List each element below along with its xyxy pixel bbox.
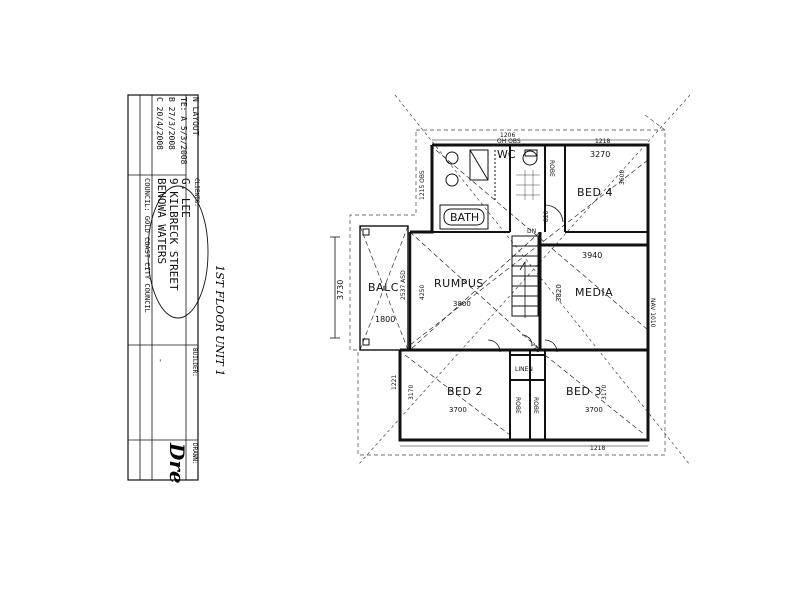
room-label-bath: BATH [450, 211, 479, 224]
room-label-media: MEDIA [575, 286, 613, 299]
dim-bed4-width: 3270 [590, 150, 610, 159]
builder-label: BUILDER: [191, 348, 198, 377]
client-name: G. LEE [179, 178, 192, 218]
dim-bed3-width: 3700 [585, 406, 603, 414]
dim-bottom-1218: 1218 [590, 445, 605, 452]
room-label-rumpus: RUMPUS [434, 277, 484, 290]
room-label-bed3: BED 3 [566, 385, 602, 398]
dim-media-width: 3940 [582, 251, 602, 260]
title-block: N LAYOUT TE: A 5/3/2008 B 27/3/2008 C 20… [127, 94, 209, 484]
dim-top-1218: 1218 [595, 138, 610, 145]
room-label-robe-right: ROBE [532, 397, 539, 414]
staircase [511, 235, 539, 318]
layout-heading: N LAYOUT [191, 97, 200, 136]
dim-top-1206: 1206 [500, 132, 515, 139]
stair-down-label: DN [527, 228, 536, 235]
revision-b: B 27/3/2008 [167, 97, 176, 150]
dim-balc-height: 2537 ASD [400, 270, 407, 300]
room-label-robe-left: ROBE [514, 397, 521, 414]
dimension-lines [330, 139, 648, 447]
drawn-label: DRAWN: [191, 443, 198, 465]
dim-rumpus-width: 3800 [453, 300, 471, 308]
doors [487, 204, 564, 353]
bathroom-fixtures [439, 149, 538, 230]
revision-a: TE: A 5/3/2008 [179, 97, 188, 165]
builder-value: - [156, 358, 165, 363]
dim-top-obs: OH OBS [497, 138, 521, 145]
council: COUNCIL: GOLD COAST CITY COUNCIL [143, 178, 151, 313]
dim-bed2-height: 3170 [408, 385, 415, 400]
suburb: BENOWA WATERS [155, 178, 168, 264]
revision-c: C 20/4/2008 [155, 97, 164, 150]
clients-label: CLIENTS: [193, 178, 200, 207]
interior-walls [432, 145, 648, 440]
dim-side-1215: 1215 OBS [419, 170, 426, 200]
room-label-linen: LINEN [515, 366, 533, 373]
dim-820: 820 [543, 210, 550, 222]
wc-tiles [516, 170, 540, 200]
exterior-walls [398, 143, 650, 442]
dim-media-height: 3820 [555, 284, 563, 302]
dim-rumpus-height: 4250 [419, 285, 426, 300]
dim-bed3-height: 3170 [601, 385, 608, 400]
dim-bed2-width: 3700 [449, 406, 467, 414]
dim-overall-height: 3730 [336, 280, 345, 300]
site-address: 9 KILBRECK STREET [167, 178, 180, 291]
handwritten-note: 1ST FLOOR UNIT 1 [213, 265, 226, 376]
room-label-balc: BALC [368, 281, 399, 294]
balcony [359, 225, 412, 351]
dim-balc-width: 1800 [375, 315, 395, 324]
dim-media-right: NAV 1010 [649, 298, 656, 328]
room-labels: WC BATH BED 4 BALC RUMPUS MEDIA BED 2 BE… [368, 148, 613, 414]
dim-left-1221: 1221 [391, 375, 398, 390]
ceiling-diagonals [404, 144, 649, 436]
room-label-bed2: BED 2 [447, 385, 483, 398]
title-block-frame [127, 94, 199, 481]
room-label-robe-top: ROBE [548, 160, 555, 177]
client-circle-markup [147, 185, 209, 319]
dimensions: 1206 OH OBS 1218 3270 3600 1215 OBS 3940… [336, 132, 656, 452]
room-label-bed4: BED 4 [577, 186, 613, 199]
company-logo-text: Dre [165, 442, 189, 484]
dim-bed4-height: 3600 [619, 170, 626, 185]
room-label-wc: WC [497, 148, 516, 161]
